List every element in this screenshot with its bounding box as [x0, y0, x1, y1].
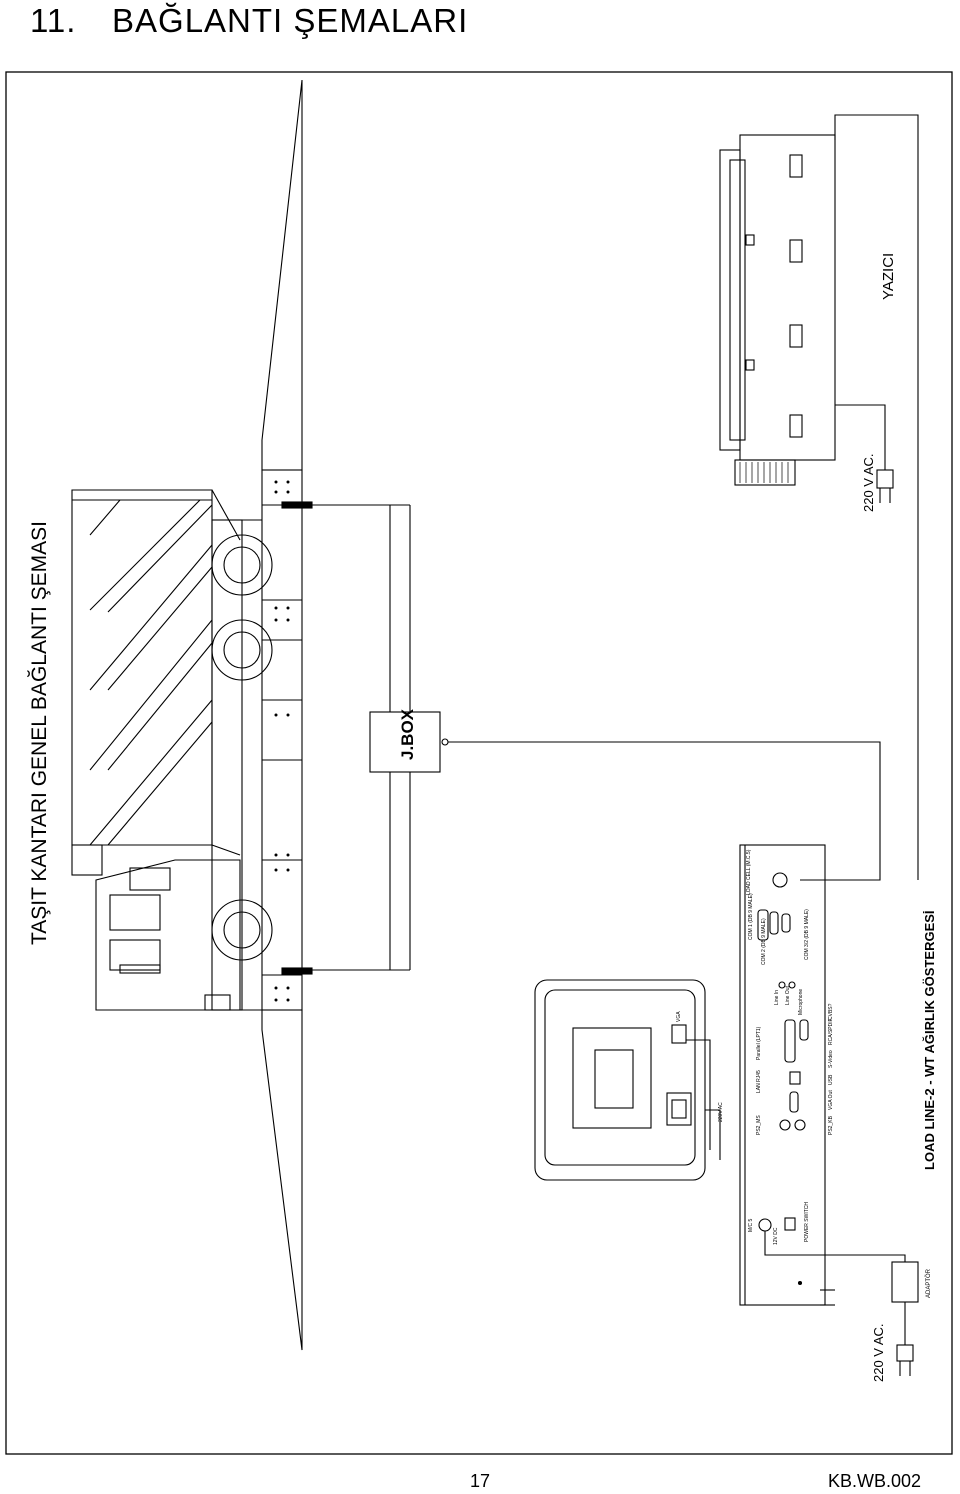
port-cvbs: CVBS?: [828, 1003, 834, 1020]
port-dc: 12V DC: [773, 1227, 779, 1245]
port-ps2-ms: PS2_MS: [756, 1115, 762, 1135]
junction-box-label: J.BOX: [398, 708, 417, 760]
monitor-vga-label: VGA: [676, 1011, 682, 1022]
port-rca: RCA/SPDIF: [828, 1018, 834, 1045]
port-com1: COM 1 (DB 9 MALE): [748, 893, 754, 940]
indicator-rear-panel: [739, 844, 919, 1376]
weighbridge-platform: [261, 79, 313, 1351]
monitor-drawing: [534, 979, 721, 1181]
port-ps2-kb: PS2_KB: [828, 1115, 834, 1135]
page-title: 11. BAĞLANTI ŞEMALARI: [30, 2, 468, 40]
port-line-out: Line Out: [785, 985, 791, 1005]
port-mc5: M/C 5: [748, 1218, 754, 1232]
port-svideo: S-Video: [828, 1050, 834, 1068]
port-com3: COM 3/2 (DB 9 MALE): [804, 909, 810, 960]
diagram-frame: [5, 71, 953, 1455]
port-parallel: Parallel (LPT1): [756, 1026, 762, 1060]
printer-label: YAZICI: [880, 253, 897, 300]
indicator-port-labels: LOAD CELL (M.C.5) COM 1 (DB 9 MALE) COM …: [746, 849, 834, 1245]
page-number: 17: [470, 1471, 491, 1491]
port-load-cell: LOAD CELL (M.C.5): [746, 849, 752, 895]
port-usb: USB: [828, 1074, 834, 1085]
port-lan: LAN RJ45: [756, 1070, 762, 1093]
printer-power-label: 220 V AC.: [861, 453, 876, 512]
port-line-in: Line In: [774, 990, 780, 1005]
port-vga-out: VGA Out: [828, 1090, 834, 1110]
port-power-switch: POWER SWITCH: [804, 1202, 810, 1242]
monitor-power-label: 220V AC: [718, 1102, 724, 1122]
document-code: KB.WB.002: [828, 1471, 922, 1491]
diagram-main-title: TAŞIT KANTARI GENEL BAĞLANTI ŞEMASI: [28, 521, 51, 945]
section-title: BAĞLANTI ŞEMALARI: [112, 2, 469, 39]
section-number: 11.: [30, 2, 77, 39]
truck-drawing: [71, 489, 273, 1011]
junction-box: [312, 504, 881, 971]
indicator-power-label: 220 V AC.: [871, 1323, 886, 1382]
printer-drawing: [719, 114, 919, 880]
port-microphone: Microphone: [798, 989, 804, 1015]
indicator-label: LOAD LINE-2 - WT AĞIRLIK GÖSTERGESİ: [922, 910, 937, 1170]
port-com2: COM 2 (DB 9 MALE): [761, 918, 767, 965]
adapter-label: ADAPTÖR: [925, 1268, 932, 1298]
